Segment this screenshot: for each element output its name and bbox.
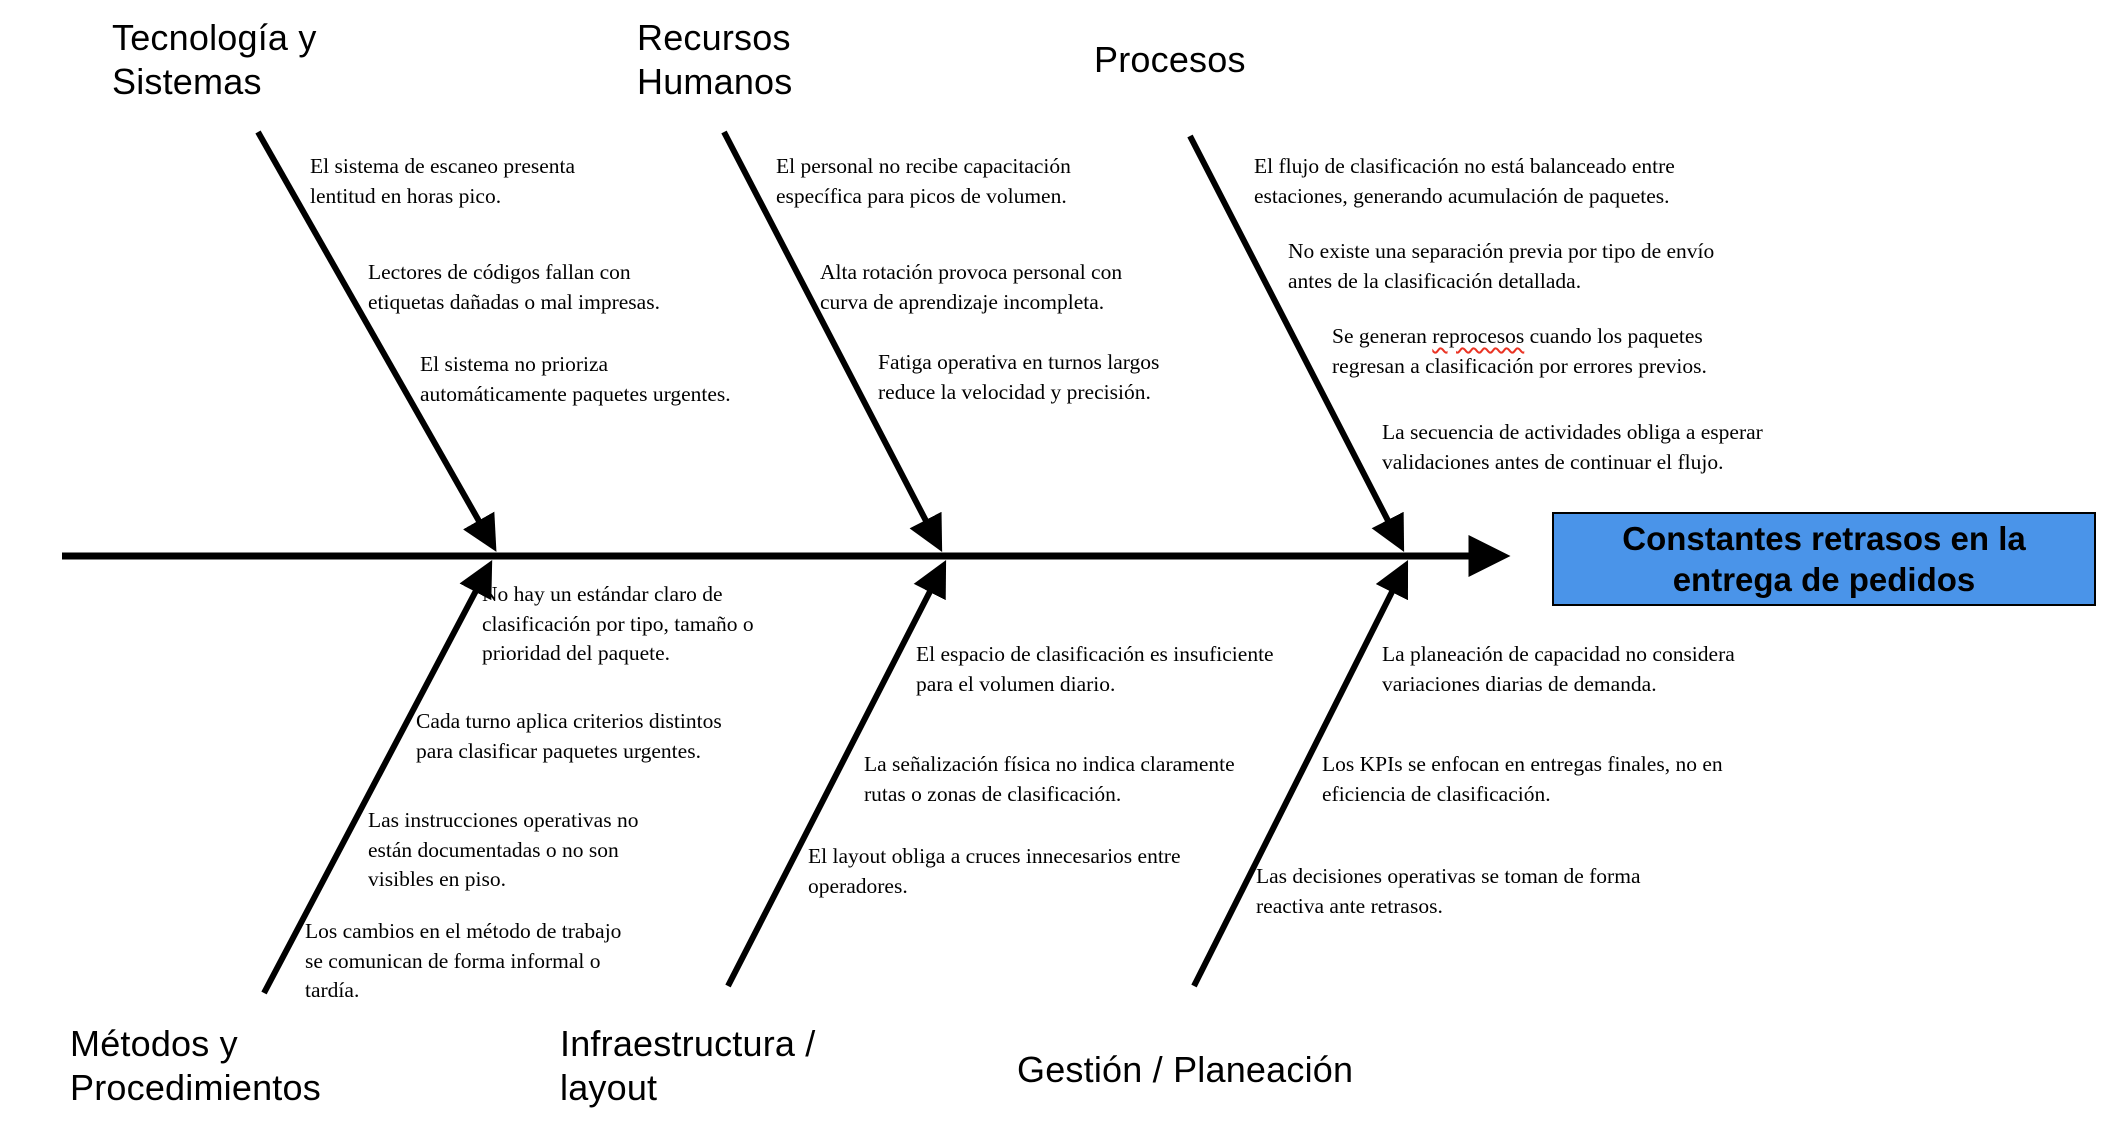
misspelled-word: reprocesos bbox=[1432, 324, 1525, 348]
cause-text: Alta rotación provoca personal con curva… bbox=[820, 260, 1123, 314]
branch-arrow-metodos-procedimientos bbox=[261, 560, 493, 995]
branch-arrow-infraestructura-layout bbox=[725, 559, 947, 988]
cause-text-part: Se generan bbox=[1332, 324, 1433, 348]
branch-arrow-procesos bbox=[1187, 134, 1405, 553]
cause-text: La señalización física no indica clarame… bbox=[864, 752, 1235, 806]
category-label-procesos: Procesos bbox=[1094, 39, 1246, 80]
cause-text: Cada turno aplica criterios distintos pa… bbox=[416, 709, 722, 763]
branch-arrow-recursos-humanos bbox=[721, 130, 943, 552]
effect-box: Constantes retrasos en la entrega de ped… bbox=[1552, 512, 2096, 606]
category-label-infraestructura-layout: Infraestructura / layout bbox=[560, 1023, 816, 1108]
cause-text: Fatiga operativa en turnos largos reduce… bbox=[878, 350, 1160, 404]
cause-text: El flujo de clasificación no está balanc… bbox=[1254, 154, 1675, 208]
cause-text: La planeación de capacidad no considera … bbox=[1382, 642, 1735, 696]
cause-text: Se generan reprocesos cuando los paquete… bbox=[1332, 322, 1707, 381]
branch-arrow-gestion-planeacion bbox=[1191, 559, 1409, 988]
cause-text: El personal no recibe capacitación espec… bbox=[776, 154, 1071, 208]
cause-text: Las decisiones operativas se toman de fo… bbox=[1256, 864, 1641, 918]
category-label-tecnologia-sistemas: Tecnología y Sistemas bbox=[112, 17, 317, 102]
cause-text: Los KPIs se enfocan en entregas finales,… bbox=[1322, 752, 1723, 806]
cause-text: El espacio de clasificación es insuficie… bbox=[916, 642, 1274, 696]
branch-arrow-tecnologia-sistemas bbox=[255, 130, 497, 552]
cause-text: La secuencia de actividades obliga a esp… bbox=[1382, 420, 1763, 474]
cause-text: El layout obliga a cruces innecesarios e… bbox=[808, 844, 1181, 898]
cause-text: Lectores de códigos fallan con etiquetas… bbox=[368, 260, 660, 314]
category-label-gestion-planeacion: Gestión / Planeación bbox=[1017, 1049, 1354, 1090]
cause-text: Las instrucciones operativas no están do… bbox=[368, 808, 639, 892]
cause-text-part: cuando los paquetes regresan a clasifica… bbox=[1332, 324, 1707, 378]
cause-text: No existe una separación previa por tipo… bbox=[1288, 239, 1715, 293]
category-label-recursos-humanos: Recursos Humanos bbox=[637, 17, 793, 102]
cause-text: El sistema de escaneo presenta lentitud … bbox=[310, 154, 576, 208]
cause-text: Los cambios en el método de trabajo se c… bbox=[305, 919, 622, 1003]
category-label-metodos-procedimientos: Métodos y Procedimientos bbox=[70, 1023, 321, 1108]
cause-text: El sistema no prioriza automáticamente p… bbox=[420, 352, 731, 406]
cause-text: No hay un estándar claro de clasificació… bbox=[482, 582, 754, 666]
